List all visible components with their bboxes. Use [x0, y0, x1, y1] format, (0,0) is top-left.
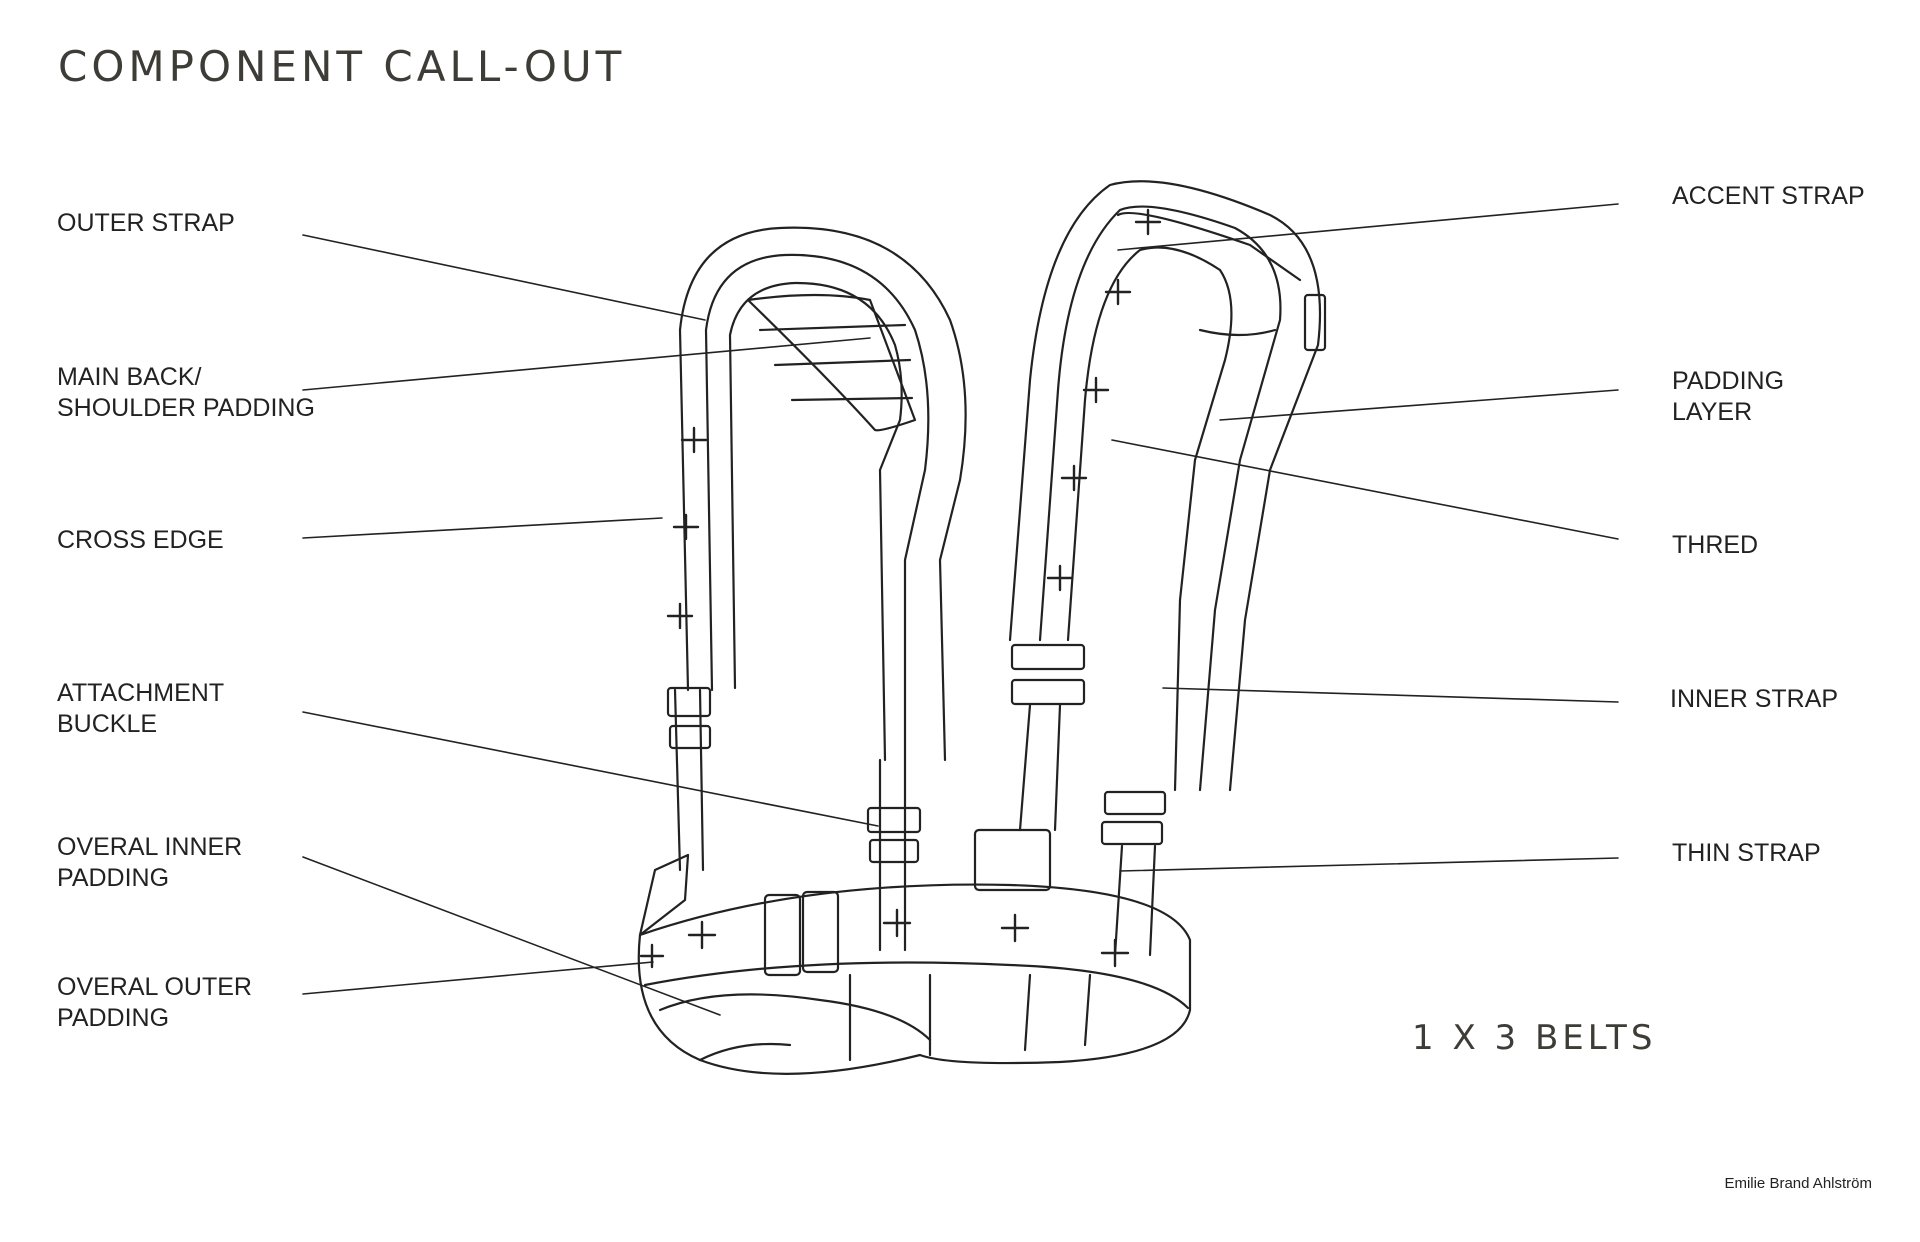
- author-credit: Emilie Brand Ahlström: [1724, 1175, 1872, 1192]
- label-thred: THRED: [1672, 530, 1758, 561]
- leader-overal-inner: [302, 856, 721, 1016]
- label-overal-inner-line-1: OVERAL INNER: [57, 833, 243, 861]
- label-overal-outer-line-2: PADDING: [57, 1004, 170, 1032]
- leader-overal-outer: [302, 961, 654, 995]
- label-inner-strap-line-1: INNER STRAP: [1670, 685, 1839, 713]
- left-lower-strap: [638, 686, 922, 952]
- callout-lines: [302, 203, 1619, 1016]
- right-lower-strap: [973, 643, 1167, 957]
- leader-thin-strap: [1119, 857, 1619, 872]
- leader-cross-edge: [302, 517, 663, 539]
- label-main-back-line-2: SHOULDER PADDING: [57, 394, 315, 422]
- belts-summary: 1 X 3 BELTS: [1412, 1018, 1657, 1058]
- left-strap-crosses: [666, 426, 708, 630]
- label-main-back-line-1: MAIN BACK/: [57, 363, 202, 391]
- leader-accent-strap: [1117, 203, 1619, 251]
- label-overal-inner-line-2: PADDING: [57, 864, 170, 892]
- label-accent-strap-line-1: ACCENT STRAP: [1672, 182, 1865, 210]
- right-strap-crosses: [1046, 208, 1162, 592]
- label-outer-strap: OUTER STRAP: [57, 208, 235, 239]
- label-accent-strap: ACCENT STRAP: [1672, 181, 1865, 212]
- label-padding-layer: PADDING LAYER: [1672, 366, 1784, 428]
- label-thin-strap: THIN STRAP: [1672, 838, 1821, 869]
- label-attachment-buckle: ATTACHMENT BUCKLE: [57, 678, 224, 740]
- label-cross-edge: CROSS EDGE: [57, 525, 224, 556]
- label-attachment-buckle-line-2: BUCKLE: [57, 710, 158, 738]
- label-cross-edge-line-1: CROSS EDGE: [57, 526, 224, 554]
- label-main-back-shoulder-padding: MAIN BACK/ SHOULDER PADDING: [57, 362, 315, 424]
- label-attachment-buckle-line-1: ATTACHMENT: [57, 679, 225, 707]
- label-thred-line-1: THRED: [1672, 531, 1759, 559]
- leader-attachment-buckle: [302, 711, 879, 827]
- leader-main-back: [302, 337, 871, 391]
- leader-outer-strap: [302, 234, 706, 321]
- left-shoulder-strap: [678, 226, 967, 762]
- leader-inner-strap: [1162, 687, 1619, 703]
- belt-crosses: [639, 908, 1130, 969]
- label-padding-layer-line-2: LAYER: [1672, 398, 1753, 426]
- waist-belt: [637, 883, 1192, 1075]
- label-thin-strap-line-1: THIN STRAP: [1672, 839, 1821, 867]
- label-inner-strap: INNER STRAP: [1670, 684, 1838, 715]
- label-outer-strap-line-1: OUTER STRAP: [57, 209, 235, 237]
- right-shoulder-strap: [1008, 180, 1327, 792]
- label-overal-outer-line-1: OVERAL OUTER: [57, 973, 252, 1001]
- leader-padding-layer: [1219, 389, 1619, 421]
- page-title: COMPONENT CALL-OUT: [58, 42, 626, 91]
- label-padding-layer-line-1: PADDING: [1672, 367, 1785, 395]
- label-overal-outer-padding: OVERAL OUTER PADDING: [57, 972, 252, 1034]
- label-overal-inner-padding: OVERAL INNER PADDING: [57, 832, 242, 894]
